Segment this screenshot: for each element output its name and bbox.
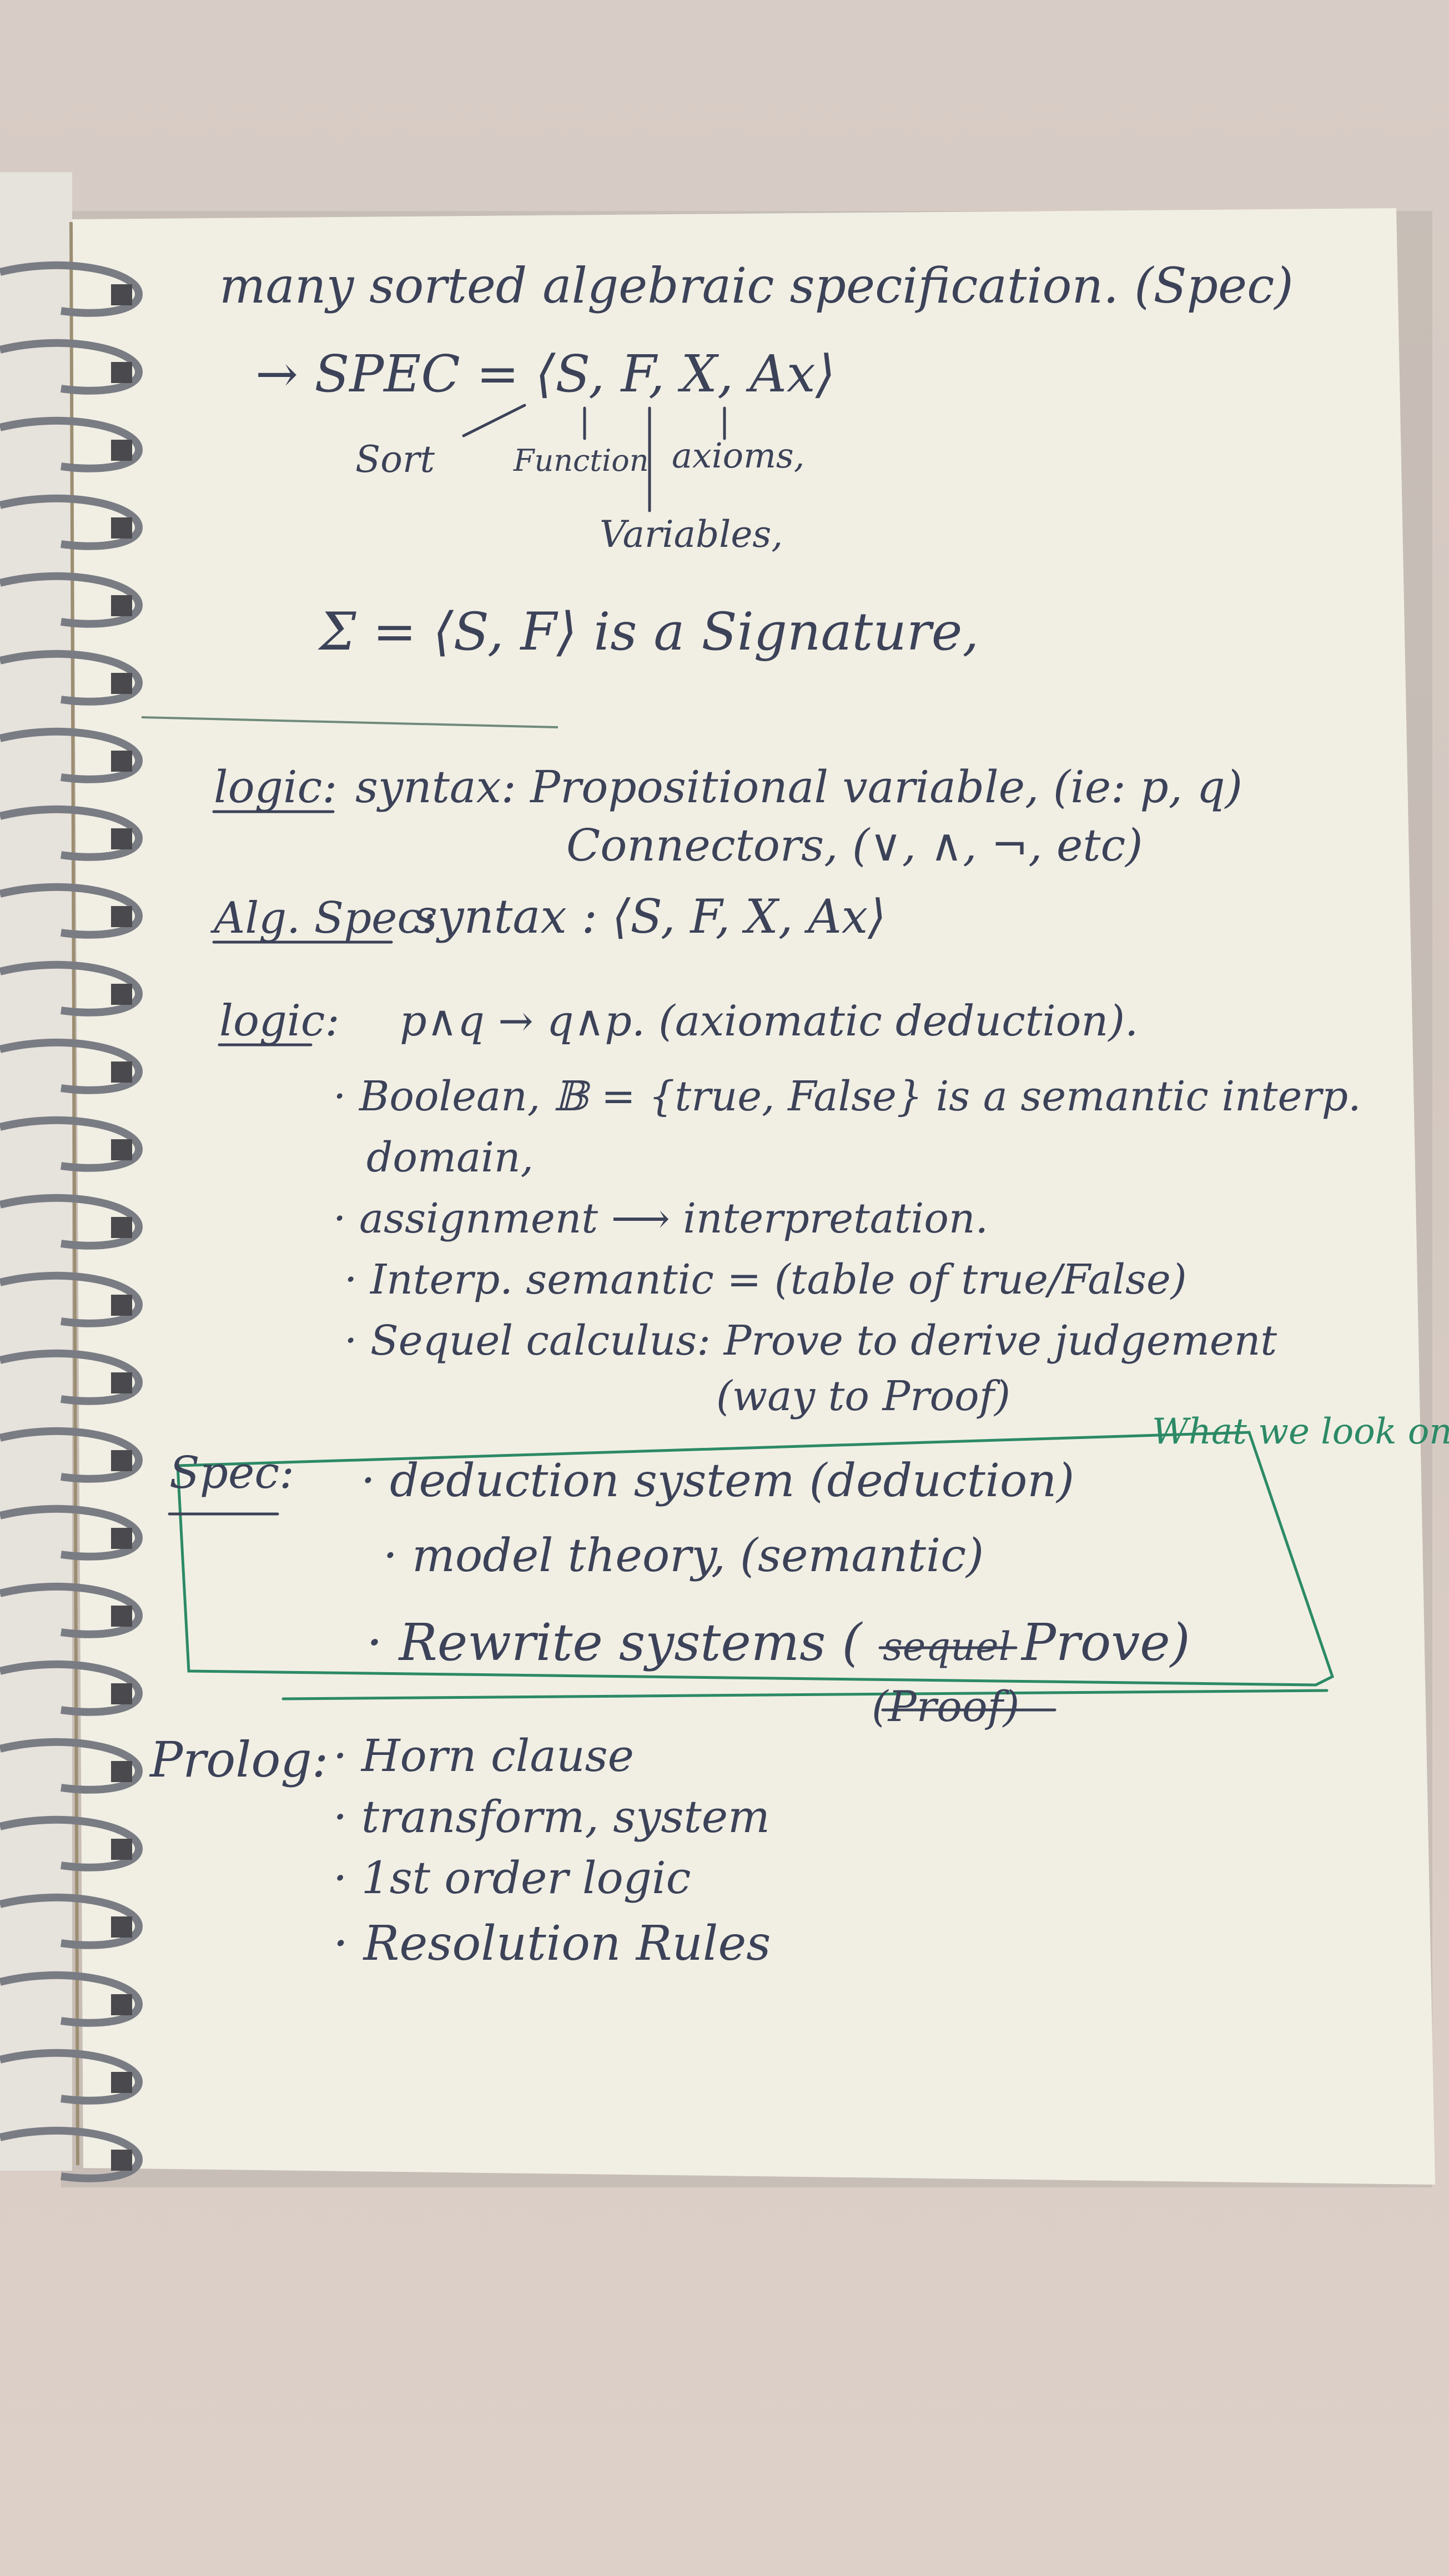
spiral-binding xyxy=(0,261,143,2182)
ring-hole xyxy=(111,1217,132,1238)
ring-hole xyxy=(111,1606,132,1627)
ring-hole xyxy=(111,1994,132,2015)
spec-rewrite-proof: (Proof) xyxy=(872,1682,1019,1731)
green-box xyxy=(176,1431,1335,1687)
spiral-ring xyxy=(0,1738,143,1794)
spec-model-theory: · model theory, (semantic) xyxy=(383,1530,984,1582)
spec-rewrite-a: · Rewrite systems ( xyxy=(366,1613,863,1672)
bullet-boolean: · Boolean, 𝔹 = {true, False} is a semant… xyxy=(333,1073,1361,1120)
ring-hole xyxy=(111,440,132,461)
label-axioms: axioms, xyxy=(672,435,804,476)
ring-hole xyxy=(111,673,132,694)
ring-hole xyxy=(111,828,132,849)
spec-rewrite-b: Prove) xyxy=(1020,1613,1190,1672)
spiral-ring xyxy=(0,650,143,706)
ring-hole xyxy=(111,1372,132,1393)
bullet-way-to-proof: (way to Proof) xyxy=(716,1372,1010,1420)
line-signature: Σ = ⟨S, F⟩ is a Signature, xyxy=(318,602,979,662)
spiral-ring xyxy=(0,339,143,395)
ring-hole xyxy=(111,2072,132,2093)
ring-hole xyxy=(111,1761,132,1782)
ring-hole xyxy=(111,517,132,539)
ring-hole xyxy=(111,984,132,1005)
logic-heading-1: logic: xyxy=(214,761,337,813)
ring-hole xyxy=(111,2150,132,2171)
logic-axiomatic-line: p∧q → q∧p. (axiomatic deduction). xyxy=(400,996,1138,1045)
ring-hole xyxy=(111,1139,132,1160)
ring-hole xyxy=(111,595,132,616)
spiral-ring xyxy=(0,1893,143,1949)
binding-strip xyxy=(0,172,72,2171)
spiral-ring xyxy=(0,1116,143,1172)
ring-hole xyxy=(111,1061,132,1083)
prolog-heading: Prolog: xyxy=(149,1731,328,1788)
ring-hole xyxy=(111,362,132,383)
prolog-first-order: · 1st order logic xyxy=(333,1852,691,1904)
spiral-ring xyxy=(0,727,143,783)
spiral-ring xyxy=(0,572,143,628)
ring-hole xyxy=(111,1528,132,1549)
green-note: What we look on. xyxy=(1152,1411,1449,1452)
spec-deduction: · deduction system (deduction) xyxy=(361,1455,1074,1507)
alg-spec-syntax: syntax : ⟨S, F, X, Ax⟩ xyxy=(414,889,886,944)
spiral-ring xyxy=(0,2126,143,2182)
ring-hole xyxy=(111,1683,132,1704)
spiral-ring xyxy=(0,494,143,550)
prolog-horn: · Horn clause xyxy=(333,1730,634,1782)
spiral-ring xyxy=(0,960,143,1017)
spiral-ring xyxy=(0,1271,143,1327)
bullet-interp-semantic: · Interp. semantic = (table of true/Fals… xyxy=(344,1256,1187,1304)
spiral-ring xyxy=(0,1660,143,1716)
prolog-transform: · transform, system xyxy=(333,1791,770,1843)
spiral-ring xyxy=(0,1505,143,1561)
bullet-boolean-domain: domain, xyxy=(366,1134,534,1181)
spiral-ring xyxy=(0,1815,143,1871)
logic-connectors-line: Connectors, (∨, ∧, ¬, etc) xyxy=(566,819,1143,871)
line-many-sorted: many sorted algebraic specification. (Sp… xyxy=(219,257,1294,314)
label-variables: Variables, xyxy=(600,513,783,556)
alg-spec-heading: Alg. Spec: xyxy=(210,893,436,943)
bullet-assignment: · assignment ⟶ interpretation. xyxy=(333,1195,988,1242)
spiral-ring xyxy=(0,1582,143,1638)
spiral-ring xyxy=(0,2049,143,2105)
spiral-ring xyxy=(0,261,143,317)
notebook-page xyxy=(72,208,1435,2185)
logic-syntax-line: syntax: Propositional variable, (ie: p, … xyxy=(355,761,1242,813)
ring-hole xyxy=(111,1450,132,1471)
ring-hole xyxy=(111,1916,132,1938)
spiral-ring xyxy=(0,805,143,861)
ring-hole xyxy=(111,906,132,927)
spiral-ring xyxy=(0,1194,143,1250)
ring-hole xyxy=(111,284,132,305)
spiral-ring xyxy=(0,416,143,472)
spiral-ring xyxy=(0,883,143,939)
bullet-sequel-calculus: · Sequel calculus: Prove to derive judge… xyxy=(344,1317,1277,1365)
logic-heading-2: logic: xyxy=(219,996,340,1046)
ring-hole xyxy=(111,751,132,772)
ring-hole xyxy=(111,1839,132,1860)
line-spec-tuple: → SPEC = ⟨S, F, X, Ax⟩ xyxy=(255,344,836,404)
spiral-ring xyxy=(0,1349,143,1405)
spiral-ring xyxy=(0,1971,143,2027)
prolog-resolution: · Resolution Rules xyxy=(333,1916,771,1971)
label-sort: Sort xyxy=(355,438,435,481)
ring-hole xyxy=(111,1295,132,1316)
label-function: Function xyxy=(513,443,649,478)
spec-heading: Spec: xyxy=(169,1447,294,1498)
spiral-ring xyxy=(0,1038,143,1094)
spiral-ring xyxy=(0,1427,143,1483)
